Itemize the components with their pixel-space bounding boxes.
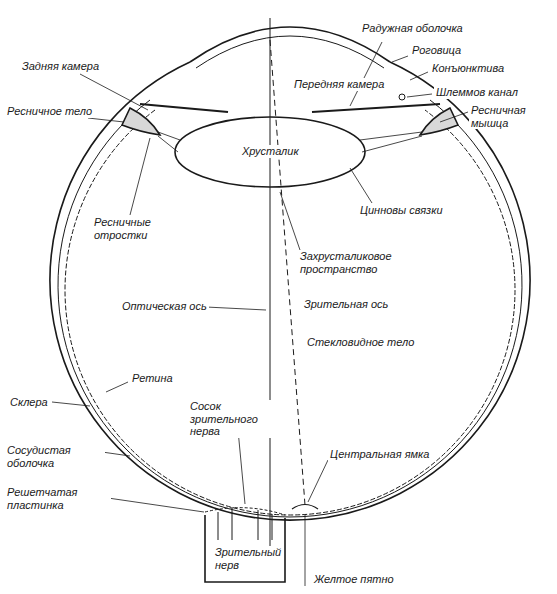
part-label: Оптическая ось	[120, 300, 209, 313]
fovea-pit	[292, 505, 318, 510]
ciliary-body-right	[420, 108, 458, 135]
part-label: Задняя камера	[20, 60, 101, 73]
part-label: Роговица	[410, 44, 463, 57]
part-label: Решетчатая пластинка	[5, 486, 111, 511]
part-label: Хрусталик	[240, 145, 301, 158]
part-label: Ресничная мышца	[469, 104, 553, 129]
part-label: Конъюнктива	[430, 62, 506, 75]
part-label: Захрусталиковое пространство	[298, 250, 422, 275]
part-label: Желтое пятно	[312, 573, 396, 586]
part-label: Зрительный нерв	[213, 546, 283, 571]
optic-nerve	[205, 515, 285, 582]
part-label: Ресничное тело	[5, 105, 94, 118]
sclera-outline	[50, 62, 530, 520]
part-label: Стекловидное тело	[305, 336, 416, 349]
schlemm-canal	[399, 94, 405, 100]
cornea-inner	[196, 36, 384, 68]
optical-axis	[270, 18, 271, 560]
retina-outline	[65, 110, 515, 515]
part-label: Радужная оболочка	[360, 22, 465, 35]
part-label: Зрительная ось	[302, 298, 390, 311]
part-label: Цинновы связки	[358, 204, 452, 217]
optic-nerve-fibers	[218, 508, 272, 540]
leader-lines	[52, 42, 468, 586]
choroid-outline	[58, 100, 522, 517]
lamina-cribrosa	[205, 508, 285, 515]
part-label: Сосок зрительного нерва	[188, 400, 287, 438]
part-label: Ресничные отростки	[92, 216, 188, 241]
part-label: Центральная ямка	[328, 448, 431, 461]
part-label: Сосудистая оболочка	[5, 444, 105, 469]
iris-left	[140, 104, 228, 112]
ciliary-body-left	[122, 108, 160, 135]
part-label: Склера	[8, 396, 50, 409]
part-label: Передняя камера	[292, 78, 386, 91]
part-label: Ретина	[130, 372, 175, 385]
part-label: Шлеммов канал	[434, 86, 520, 99]
iris-right	[312, 104, 440, 112]
